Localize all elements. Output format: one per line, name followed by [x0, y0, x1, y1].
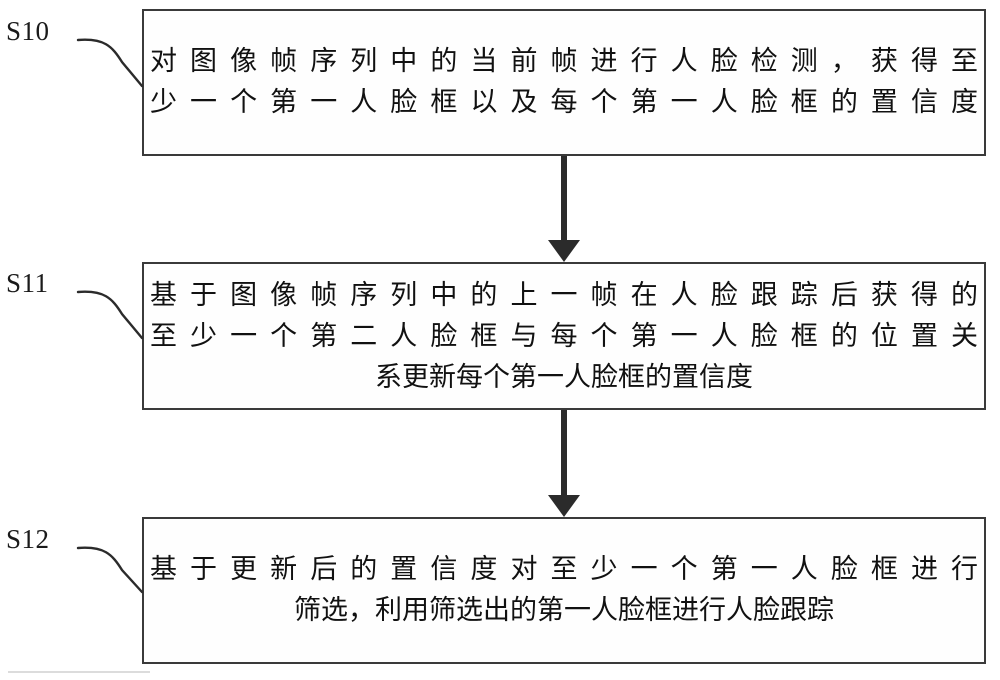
- leader-line-s11: [76, 290, 144, 340]
- step-box-s11-line-1: 基于图像帧序列中的上一帧在人脸跟踪后获得的: [150, 279, 978, 310]
- step-box-s10-line-1: 对图像帧序列中的当前帧进行人脸检测，获得至: [150, 45, 978, 76]
- step-box-s10-text: 对图像帧序列中的当前帧进行人脸检测，获得至 少一个第一人脸框以及每个第一人脸框的…: [150, 41, 978, 123]
- step-label-s11: S11: [6, 268, 49, 298]
- leader-line-s10: [76, 38, 144, 88]
- step-box-s12: 基于更新后的置信度对至少一个第一人脸框进行 筛选，利用筛选出的第一人脸框进行人脸…: [142, 517, 986, 664]
- step-box-s12-line-2: 筛选，利用筛选出的第一人脸框进行人脸跟踪: [294, 594, 834, 625]
- step-label-s12: S12: [6, 524, 50, 554]
- step-box-s11-line-2: 至少一个第二人脸框与每个第一人脸框的位置关: [150, 320, 978, 351]
- step-box-s10-line-2: 少一个第一人脸框以及每个第一人脸框的置信度: [150, 86, 978, 117]
- step-box-s10: 对图像帧序列中的当前帧进行人脸检测，获得至 少一个第一人脸框以及每个第一人脸框的…: [142, 9, 986, 156]
- connector-arrow-s11-s12: [548, 410, 580, 517]
- step-box-s12-line-1: 基于更新后的置信度对至少一个第一人脸框进行: [150, 553, 978, 584]
- step-box-s11-line-3: 系更新每个第一人脸框的置信度: [375, 361, 753, 392]
- leader-line-s12: [76, 546, 144, 594]
- step-box-s11-text: 基于图像帧序列中的上一帧在人脸跟踪后获得的 至少一个第二人脸框与每个第一人脸框的…: [150, 275, 978, 398]
- connector-arrow-s10-s11: [548, 156, 580, 262]
- step-box-s11: 基于图像帧序列中的上一帧在人脸跟踪后获得的 至少一个第二人脸框与每个第一人脸框的…: [142, 262, 986, 410]
- step-label-s10: S10: [6, 16, 50, 46]
- step-box-s12-text: 基于更新后的置信度对至少一个第一人脸框进行 筛选，利用筛选出的第一人脸框进行人脸…: [150, 549, 978, 631]
